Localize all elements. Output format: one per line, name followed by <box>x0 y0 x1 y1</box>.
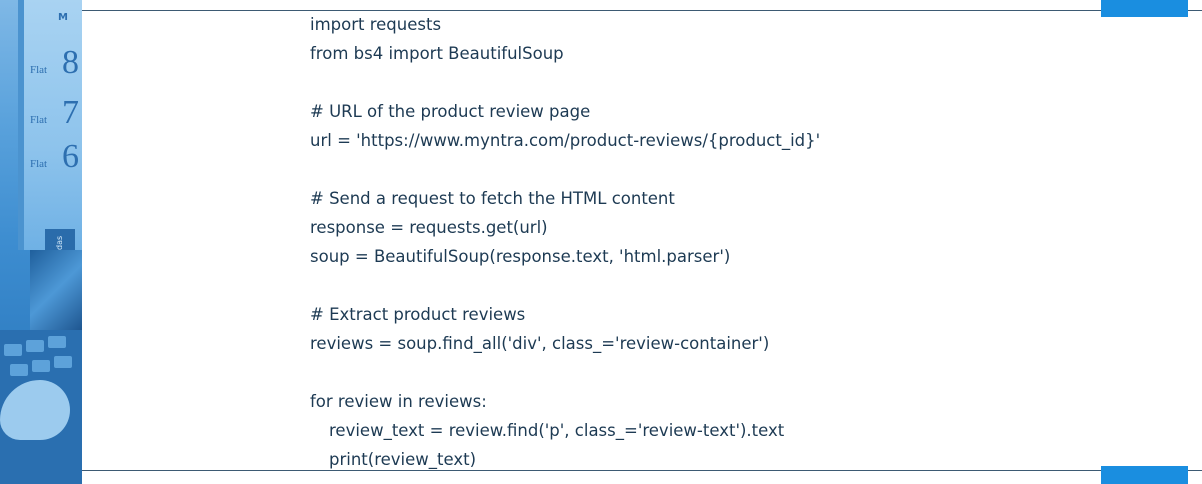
bottom-divider <box>82 470 1202 471</box>
flat-label: Flat <box>30 64 48 76</box>
flat-label: Flat <box>30 114 48 126</box>
code-line: # Send a request to fetch the HTML conte… <box>310 189 675 208</box>
code-line: # URL of the product review page <box>310 102 591 121</box>
code-line <box>310 271 1170 300</box>
screen-panel <box>18 0 82 250</box>
code-line: print(review_text) <box>329 450 477 469</box>
code-line <box>310 155 1170 184</box>
code-line: url = 'https://www.myntra.com/product-re… <box>310 131 821 150</box>
code-line: soup = BeautifulSoup(response.text, 'htm… <box>310 247 731 266</box>
code-line: import requests <box>310 15 442 34</box>
myntra-logo-icon: M <box>58 12 68 23</box>
code-line <box>310 68 1170 97</box>
background-photo: M Flat 8 Flat 7 Flat 6 adidas <box>0 0 82 484</box>
code-line: # Extract product reviews <box>310 305 526 324</box>
flat-digit: 7 <box>62 94 79 131</box>
code-line: for review in reviews: <box>310 392 487 411</box>
code-block: import requests from bs4 import Beautifu… <box>310 10 1170 474</box>
flat-digit: 6 <box>62 138 79 175</box>
code-line: reviews = soup.find_all('div', class_='r… <box>310 334 770 353</box>
code-line <box>310 358 1170 387</box>
code-line: review_text = review.find('p', class_='r… <box>329 421 785 440</box>
bottom-accent-bar <box>1101 466 1188 484</box>
code-line: response = requests.get(url) <box>310 218 548 237</box>
flat-label: Flat <box>30 158 48 170</box>
hand-image <box>0 380 70 440</box>
top-divider <box>82 10 1202 11</box>
top-accent-bar <box>1101 0 1188 17</box>
flat-digit: 8 <box>62 44 79 81</box>
code-line: from bs4 import BeautifulSoup <box>310 44 564 63</box>
product-image <box>30 250 82 330</box>
